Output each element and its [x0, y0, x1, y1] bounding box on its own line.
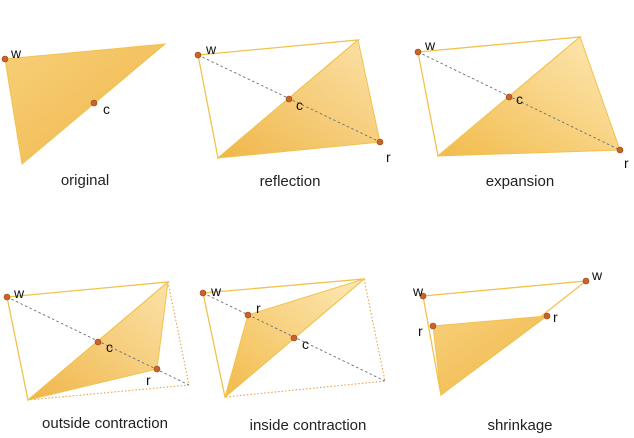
- vertex-w: [1, 55, 9, 63]
- caption-reflection: reflection: [259, 173, 321, 190]
- label-w: w: [205, 41, 217, 57]
- label-r-2: r: [553, 309, 558, 325]
- panel-original: w c: [1, 43, 167, 165]
- label-c: c: [103, 101, 110, 117]
- expanded-triangle: [436, 36, 621, 157]
- vertex-r: [244, 311, 252, 319]
- vertex-r-2: [543, 312, 551, 320]
- caption-outside-contraction: outside contraction: [42, 415, 168, 432]
- vertex-w: [414, 48, 422, 56]
- caption-shrinkage: shrinkage: [487, 417, 553, 434]
- vertex-w-1: [419, 292, 427, 300]
- label-r: r: [146, 372, 151, 388]
- label-w: w: [10, 45, 22, 61]
- reflected-outline: [224, 278, 386, 398]
- caption-expansion: expansion: [485, 173, 555, 190]
- vertex-r: [616, 146, 624, 154]
- vertex-r: [376, 138, 384, 146]
- label-w-2: w: [591, 267, 603, 283]
- label-r: r: [624, 155, 629, 171]
- centroid-c: [505, 93, 513, 101]
- vertex-r-1: [429, 322, 437, 330]
- label-c: c: [106, 339, 113, 355]
- label-w: w: [424, 37, 436, 53]
- centroid-c: [90, 99, 98, 107]
- label-c: c: [516, 91, 523, 107]
- panel-reflection: w c r: [194, 39, 391, 165]
- expansion-line: [417, 51, 621, 151]
- label-w: w: [13, 285, 25, 301]
- vertex-r: [153, 365, 161, 373]
- label-r: r: [386, 149, 391, 165]
- caption-inside-contraction: inside contraction: [249, 417, 367, 434]
- panel-expansion: w c r: [414, 36, 629, 171]
- caption-original: original: [60, 172, 110, 189]
- label-w-1: w: [412, 283, 424, 299]
- label-w: w: [210, 283, 222, 299]
- centroid-c: [94, 338, 102, 346]
- label-c: c: [302, 336, 309, 352]
- centroid-c: [285, 95, 293, 103]
- panel-shrinkage: w w r r: [412, 267, 603, 397]
- vertex-w: [194, 51, 202, 59]
- label-r-1: r: [418, 323, 423, 339]
- centroid-c: [290, 334, 298, 342]
- vertex-w: [199, 289, 207, 297]
- vertex-w: [3, 293, 11, 301]
- panel-outside-contraction: w c r: [3, 280, 190, 402]
- vertex-w-2: [582, 277, 590, 285]
- label-r: r: [256, 300, 261, 316]
- label-c: c: [296, 97, 303, 113]
- shrunk-triangle: [432, 315, 549, 396]
- simplex-triangle: [4, 43, 167, 165]
- panel-inside-contraction: w r c: [199, 278, 386, 399]
